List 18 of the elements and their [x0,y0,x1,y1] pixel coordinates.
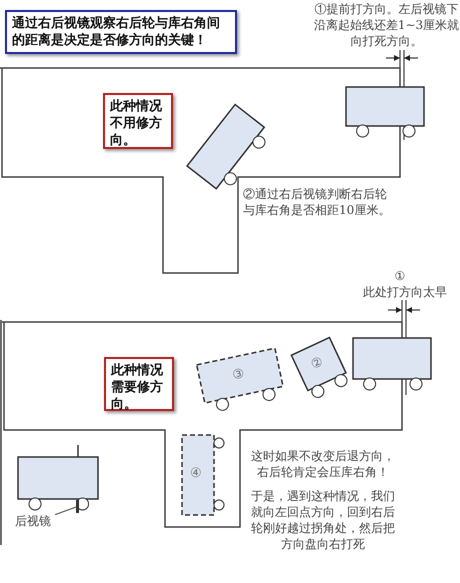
annotation-text: 于是，遇到这种情况，我们就向左回点方向，回到右后轮刚好越过拐角处，然后把方向盘向右打死 [250,488,396,552]
note-box: 此种情况需要修方向。 [104,357,174,411]
callout-number: ① [394,268,406,284]
note-box: 此种情况不用修方向。 [103,93,173,149]
step-number: ② [308,354,326,373]
annotation-text: 这时如果不改变后退方向，右后轮肯定会压库右角！ [250,448,396,480]
annotation-text: ②通过右后视镜判断右后轮与库右角是否相距10厘米。 [243,186,392,218]
car-drawing [17,445,99,511]
car-drawing [352,337,432,391]
step-number: ③ [231,366,246,384]
note-box: 通过右后视镜观察右后轮与库右角间的距离是决定是否修方向的关键！ [5,10,237,54]
car-drawing [345,86,425,138]
annotation-text: ①提前打方向。左后视镜下沿离起始线还差1~3厘米就向打死方向。 [313,1,460,49]
step-number: ④ [190,466,202,481]
leader-line [54,506,76,516]
annotation-text: 此处打方向太早 [362,284,448,300]
part-label: 后视镜 [15,513,55,531]
car-drawing [181,433,225,517]
